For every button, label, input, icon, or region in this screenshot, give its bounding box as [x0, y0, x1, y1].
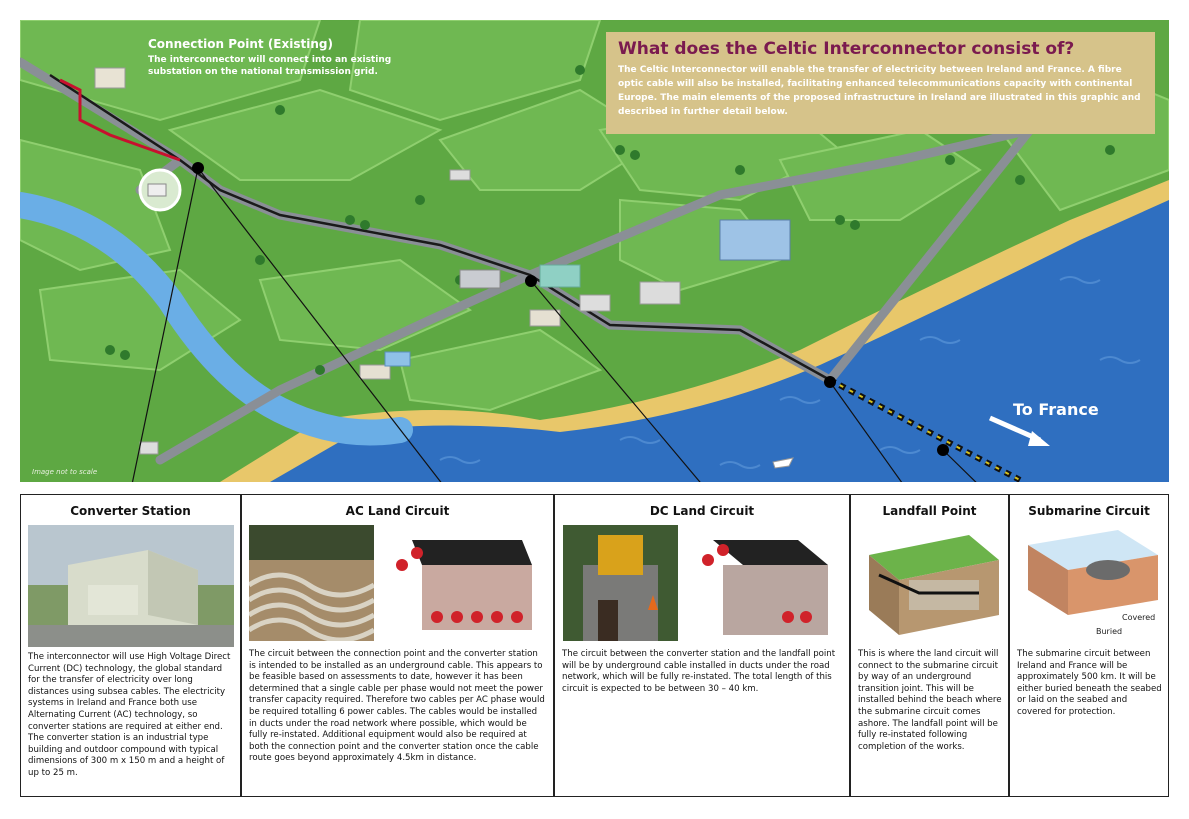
- ac-trench-photo-art: [249, 525, 374, 641]
- panel-ac-land-circuit: AC Land Circuit The circuit between the …: [241, 494, 554, 797]
- scale-note: Image not to scale: [32, 468, 98, 476]
- buried-label: Buried: [1096, 627, 1123, 636]
- info-box-text: The Celtic Interconnector will enable th…: [618, 65, 1141, 117]
- ac-duct-diagram: [382, 525, 548, 641]
- converter-station-photo-art: [28, 525, 234, 647]
- dc-duct-diagram: [688, 525, 844, 641]
- converter-station-photo: [28, 525, 234, 647]
- dc-duct-diagram-art: [702, 540, 828, 635]
- panel-title: DC Land Circuit: [649, 504, 755, 518]
- ac-trench-photo: [249, 525, 374, 641]
- sea-waves: [439, 276, 1141, 469]
- panel-text: The circuit between the converter statio…: [562, 649, 836, 694]
- arrow-head: [1028, 431, 1050, 446]
- panel-text: The circuit between the connection point…: [249, 649, 545, 764]
- submarine-cable-stripe: [829, 379, 1021, 481]
- dc-roadworks-photo: [563, 525, 678, 641]
- river: [20, 192, 413, 446]
- sea: [270, 200, 1169, 482]
- panel-submarine-circuit: Submarine Circuit Covered Buried The sub…: [1009, 494, 1169, 797]
- ac-cable-route: [59, 78, 181, 162]
- connection-point-description: The interconnector will connect into an …: [148, 55, 392, 77]
- landfall-diagram: [859, 525, 1002, 641]
- connection-point-title: Connection Point (Existing): [148, 37, 333, 51]
- covered-label: Covered: [1122, 613, 1156, 622]
- submarine-diagram-art: [1028, 530, 1158, 615]
- panel-dc-land-circuit: DC Land Circuit The circuit between the …: [554, 494, 850, 797]
- submarine-diagram: Covered Buried: [1018, 525, 1162, 641]
- ac-duct-diagram-art: [396, 540, 532, 630]
- panel-title: Submarine Circuit: [1028, 504, 1150, 518]
- buildings: [94, 67, 791, 455]
- dc-roadworks-photo-art: [563, 525, 678, 641]
- converter-station-building: [147, 183, 167, 197]
- panel-title: Landfall Point: [882, 504, 977, 518]
- callout-dots: [192, 162, 949, 456]
- info-box-title: What does the Celtic Interconnector cons…: [618, 39, 1075, 59]
- info-box: What does the Celtic Interconnector cons…: [606, 32, 1155, 134]
- to-france-label: To France: [1013, 400, 1099, 419]
- panel-title: AC Land Circuit: [345, 504, 450, 518]
- panel-text: This is where the land circuit will conn…: [858, 649, 1002, 752]
- boat: [772, 457, 794, 469]
- trees: [105, 65, 1115, 375]
- panel-converter-station: Converter Station The interconnector wil…: [20, 494, 241, 797]
- panel-landfall-point: Landfall Point This is where the land ci…: [850, 494, 1009, 797]
- infrastructure-map: Connection Point (Existing) The intercon…: [20, 20, 1169, 482]
- panel-text: The interconnector will use High Voltage…: [28, 652, 231, 778]
- callout-lines: [131, 167, 977, 482]
- panel-title: Converter Station: [70, 504, 191, 518]
- landfall-diagram-art: [869, 535, 999, 635]
- panel-text: The submarine circuit between Ireland an…: [1017, 649, 1162, 717]
